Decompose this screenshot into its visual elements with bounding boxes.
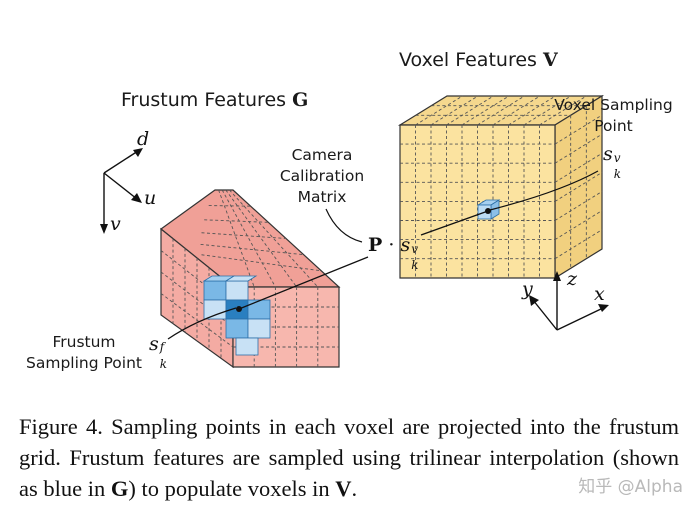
grid-line (554, 133, 603, 164)
axis-label-x: x (594, 283, 605, 305)
figure-caption: Figure 4. Sampling points in each voxel … (19, 414, 679, 501)
grid-line (218, 189, 255, 288)
interpolation-cells (202, 275, 271, 356)
grid-line (539, 95, 587, 126)
axis-label-d: d (137, 128, 150, 150)
watermark: 知乎 @Alpha (578, 477, 683, 497)
grid-line (554, 114, 603, 145)
grid-line (415, 95, 463, 126)
grid-line (430, 95, 479, 126)
axis-label-u: u (144, 187, 157, 209)
axis-label-v: v (110, 213, 121, 235)
projection-line (238, 256, 369, 310)
grid-line (523, 95, 572, 126)
camera-calibration-label: Camera Calibration Matrix (279, 146, 365, 206)
voxel-axes (529, 271, 609, 331)
grid-line (554, 152, 603, 183)
frustum-features-title: Frustum Features G (121, 89, 309, 111)
voxel-features-title: Voxel Features V (399, 49, 558, 71)
grid-line (160, 271, 234, 328)
frustum-axes (100, 148, 143, 234)
grid-line (554, 191, 603, 221)
grid-line (461, 95, 510, 126)
camera-pointer (325, 208, 363, 243)
grid-line (208, 205, 251, 207)
grid-line (492, 95, 541, 126)
axis-label-z: z (567, 268, 578, 290)
figure-diagram (100, 94, 609, 369)
grid-line (554, 229, 603, 260)
grid-line (508, 95, 556, 126)
frustum-sampling-point-label: Frustum Sampling Point (26, 333, 142, 372)
frustum-box (160, 189, 341, 369)
grid-line (160, 293, 234, 348)
frustum-sampling-pointer (167, 307, 237, 340)
grid-line (446, 95, 494, 126)
grid-line (200, 243, 304, 256)
voxel-sampling-point-label: Voxel Sampling Point (554, 96, 673, 135)
grid-line (554, 172, 603, 202)
grid-line (554, 210, 603, 240)
grid-line (477, 95, 525, 126)
grid-line (160, 250, 234, 308)
grid-line (225, 189, 297, 288)
projection-line-voxel (420, 210, 489, 236)
axis-label-y: y (522, 278, 533, 300)
voxel-sampling-pointer (489, 170, 599, 211)
voxel-box (397, 94, 605, 280)
grid-line (201, 254, 322, 272)
